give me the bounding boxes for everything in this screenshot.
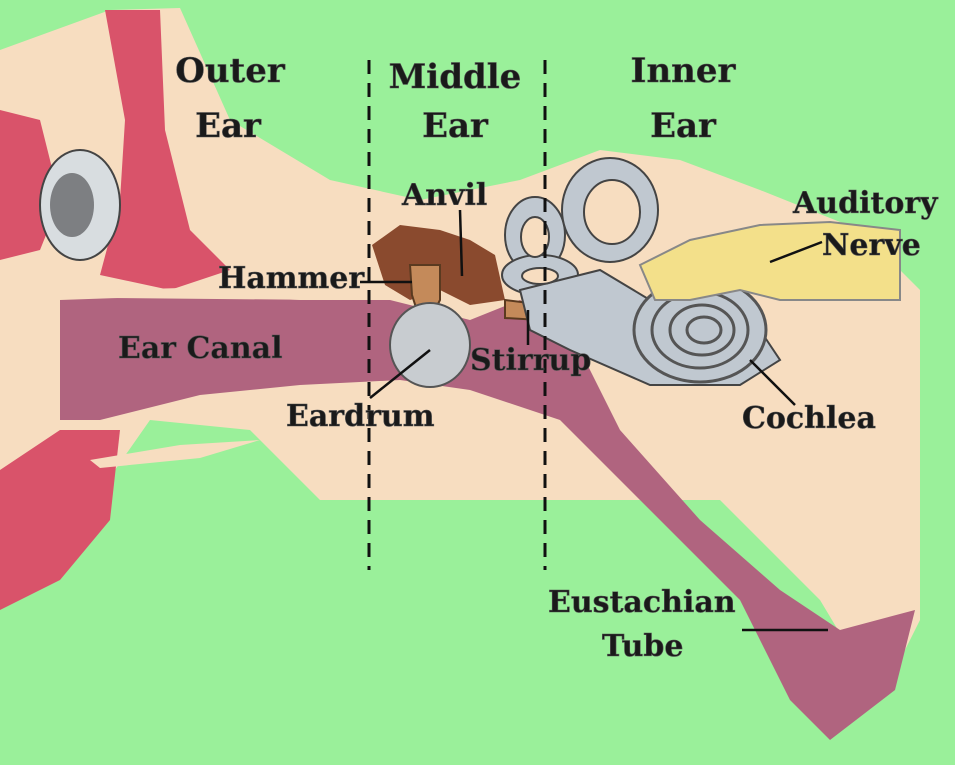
label-middle-ear-1: Middle	[389, 57, 522, 97]
label-cochlea: Cochlea	[742, 401, 876, 436]
label-anvil: Anvil	[401, 178, 487, 213]
label-outer-ear-1: Outer	[175, 51, 286, 91]
label-stirrup: Stirrup	[470, 343, 591, 378]
concha-inner	[50, 173, 94, 237]
label-eardrum: Eardrum	[286, 399, 435, 434]
label-nerve: Nerve	[822, 228, 921, 263]
label-eustachian-1: Eustachian	[548, 585, 736, 620]
label-outer-ear-2: Ear	[195, 106, 262, 146]
label-hammer: Hammer	[218, 261, 365, 296]
label-eustachian-2: Tube	[602, 629, 683, 664]
label-inner-ear-2: Ear	[650, 106, 717, 146]
eardrum-shape	[390, 303, 470, 387]
label-auditory: Auditory	[792, 186, 939, 221]
label-middle-ear-2: Ear	[422, 106, 489, 146]
label-inner-ear-1: Inner	[631, 51, 737, 91]
label-ear-canal: Ear Canal	[118, 331, 283, 366]
